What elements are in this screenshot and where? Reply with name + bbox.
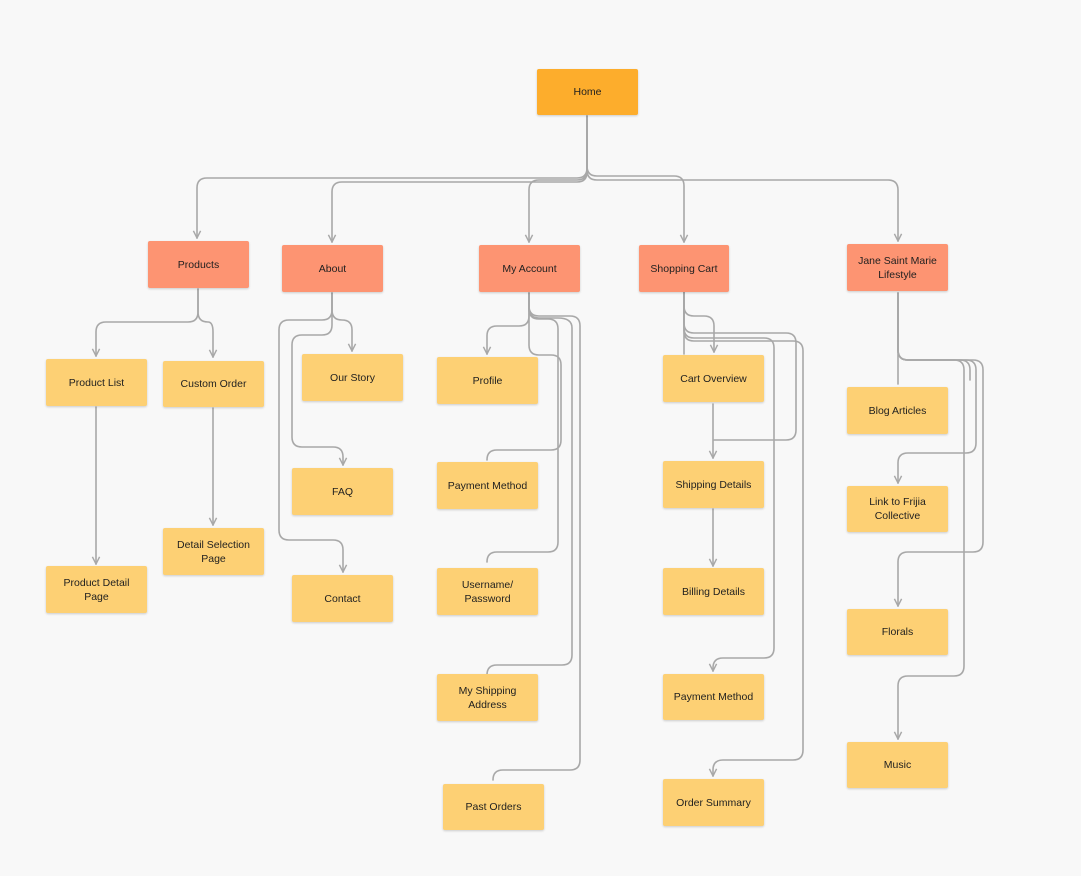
connector-account-payment [486,292,562,461]
node-blog-articles[interactable]: Blog Articles [847,387,948,434]
connector-products-custom-order [197,288,213,357]
connector-home-about [332,115,588,242]
connector-home-lifestyle [586,115,898,241]
node-custom-order[interactable]: Custom Order [163,361,264,407]
connector-account-past-orders [492,292,581,781]
connector-cart-order-summary [683,291,804,776]
node-username-password[interactable]: Username/ Password [437,568,538,615]
node-music[interactable]: Music [847,742,948,788]
connector-about-faq [291,292,343,465]
node-shipping-details[interactable]: Shipping Details [663,461,764,508]
connector-cart-loop-1 [683,291,797,441]
connector-home-my-account [529,115,588,242]
connector-lifestyle-florals [898,292,984,606]
connector-cart-overview [683,291,714,352]
node-product-list[interactable]: Product List [46,359,147,406]
connector-account-shipping-address [486,292,573,676]
node-cart-payment-method[interactable]: Payment Method [663,674,764,720]
node-order-summary[interactable]: Order Summary [663,779,764,826]
node-detail-selection-page[interactable]: Detail Selection Page [163,528,264,575]
node-my-shipping-address[interactable]: My Shipping Address [437,674,538,721]
connector-cart-payment [683,291,775,671]
node-home[interactable]: Home [537,69,638,115]
node-account-payment-method[interactable]: Payment Method [437,462,538,509]
node-cart-overview[interactable]: Cart Overview [663,355,764,402]
node-link-to-frijia-collective[interactable]: Link to Frijia Collective [847,486,948,532]
node-our-story[interactable]: Our Story [302,354,403,401]
node-products[interactable]: Products [148,241,249,288]
connector-lifestyle-extra [897,292,971,381]
connector-account-profile [487,292,530,354]
node-profile[interactable]: Profile [437,357,538,404]
node-about[interactable]: About [282,245,383,292]
node-shopping-cart[interactable]: Shopping Cart [639,245,729,292]
node-florals[interactable]: Florals [847,609,948,655]
connector-about-our-story [331,292,352,351]
node-faq[interactable]: FAQ [292,468,393,515]
connector-home-shopping-cart [586,115,684,242]
connector-about-contact [278,292,343,572]
node-my-account[interactable]: My Account [479,245,580,292]
connector-account-username [486,292,559,563]
node-lifestyle[interactable]: Jane Saint Marie Lifestyle [847,244,948,291]
connector-products-product-list [96,288,199,356]
node-product-detail-page[interactable]: Product Detail Page [46,566,147,613]
node-past-orders[interactable]: Past Orders [443,784,544,830]
node-contact[interactable]: Contact [292,575,393,622]
node-billing-details[interactable]: Billing Details [663,568,764,615]
